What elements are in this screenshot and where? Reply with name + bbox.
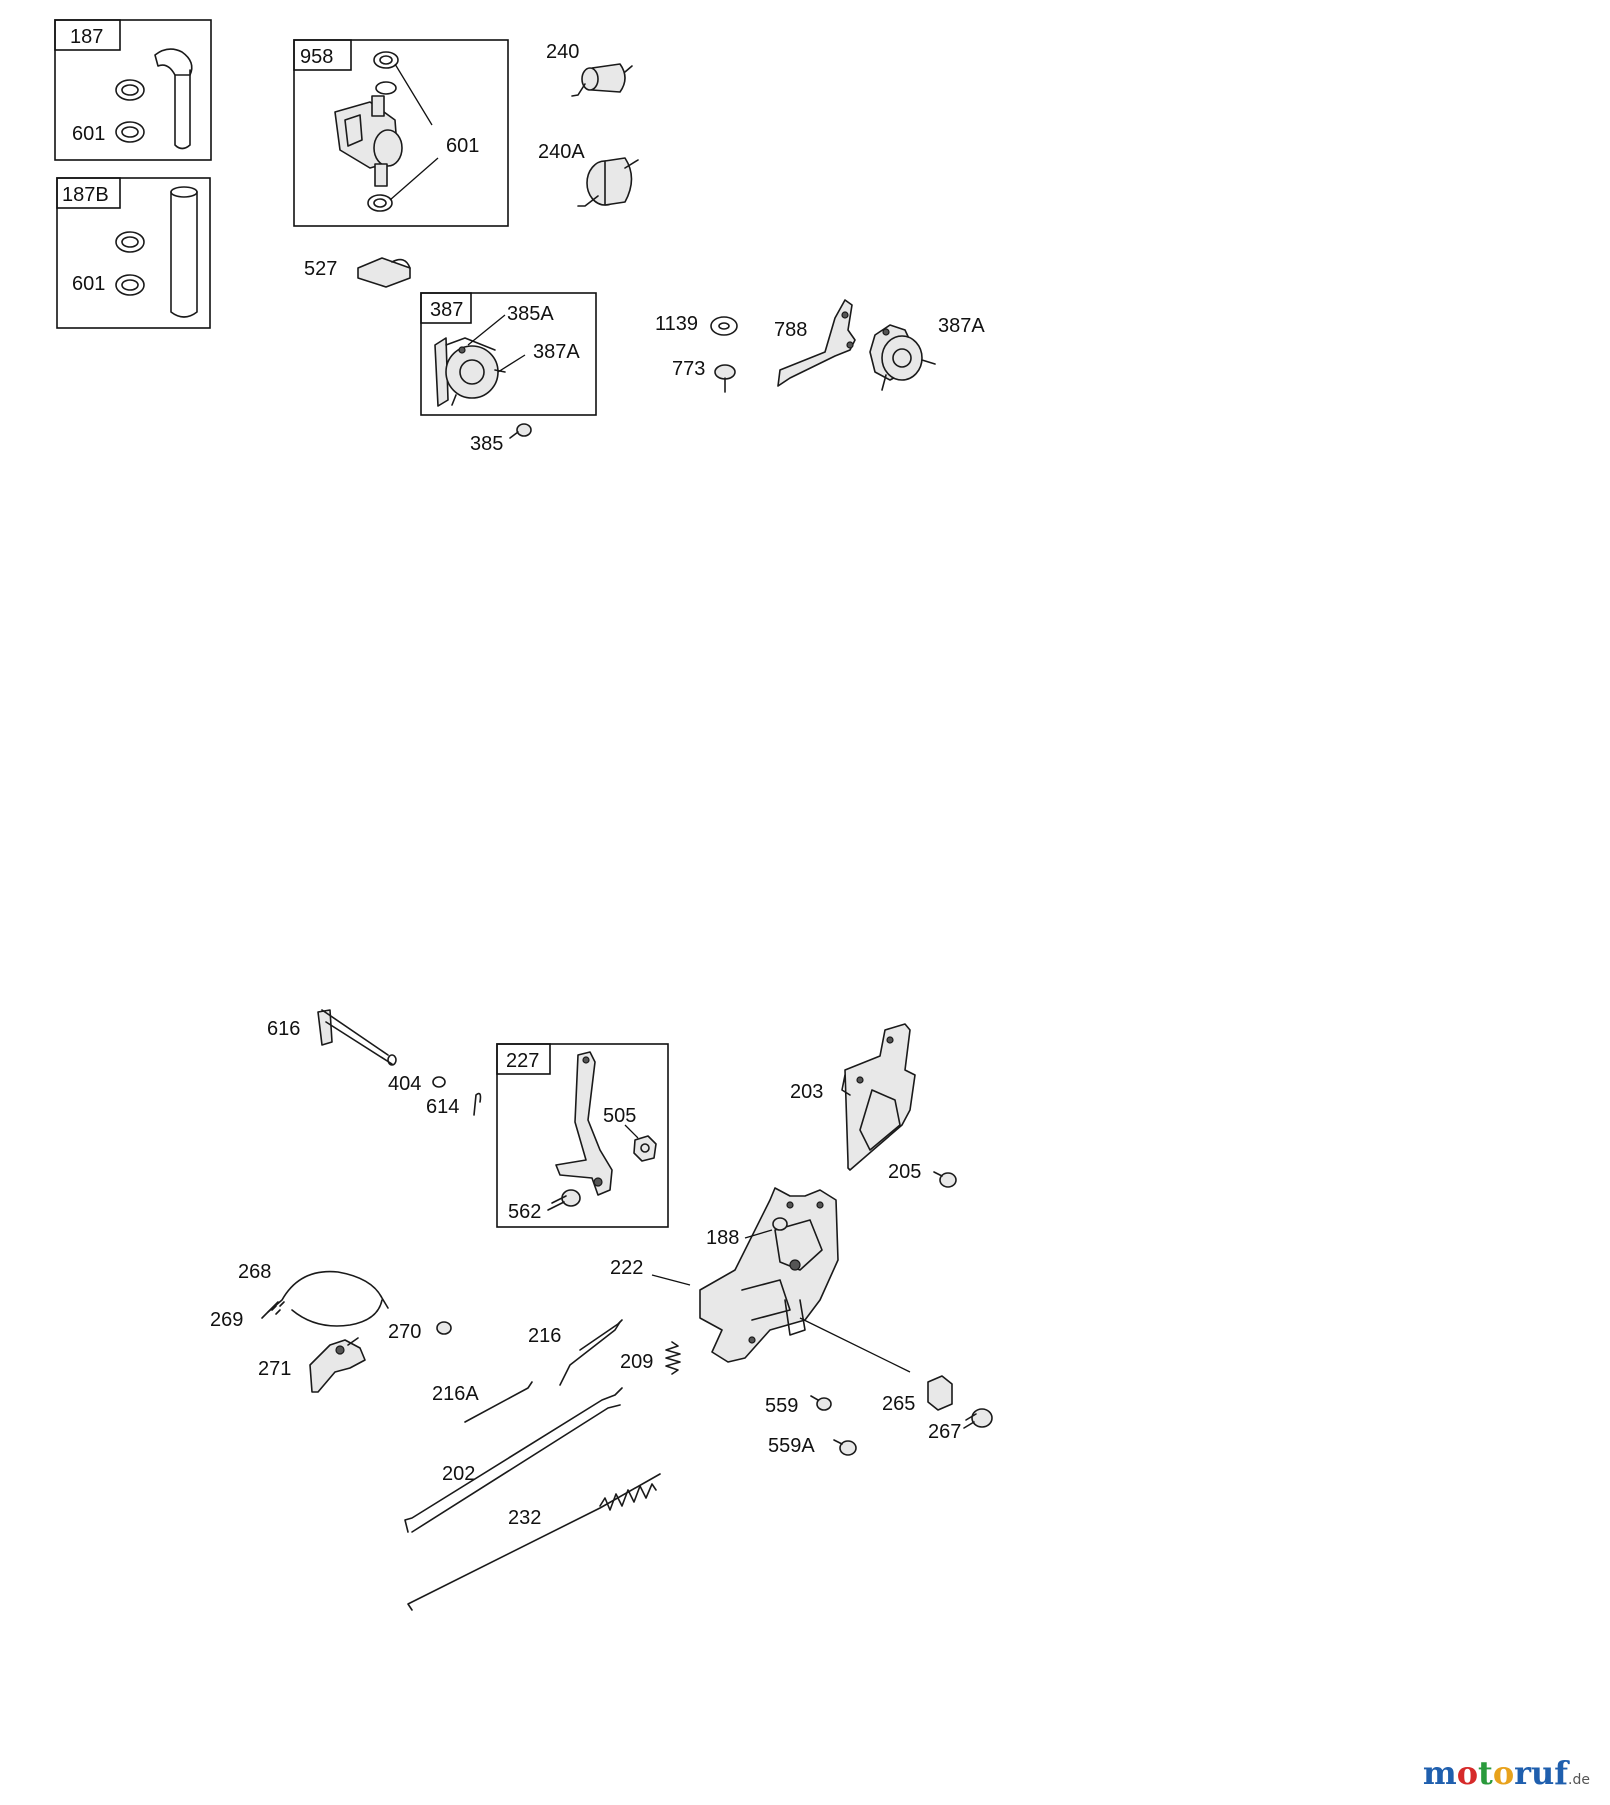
part-label-385a: 385A: [507, 303, 554, 325]
bolt-267[interactable]: 267: [928, 1408, 993, 1443]
throttle-cable-268[interactable]: 268 269: [210, 1261, 389, 1331]
box-label-187b: 187B: [62, 184, 109, 206]
bolt-part: [547, 1189, 581, 1211]
hose-clamp-part: [115, 274, 145, 296]
washer-404[interactable]: 404: [388, 1073, 446, 1095]
clip-527[interactable]: 527: [304, 257, 411, 288]
hose-clamp-part: [115, 231, 145, 253]
screw-188[interactable]: 188: [706, 1217, 788, 1249]
part-label-562: 562: [508, 1201, 541, 1223]
spring-209[interactable]: 209: [620, 1341, 681, 1375]
kit-box-958[interactable]: 958 601: [293, 39, 509, 227]
washer-1139[interactable]: 1139: [655, 313, 738, 336]
leader-line: [389, 157, 439, 201]
nut-270[interactable]: 270: [388, 1321, 452, 1343]
pin-773[interactable]: 773: [672, 358, 736, 393]
part-label-385: 385: [470, 433, 503, 455]
leader-line: [394, 63, 433, 126]
part-label-271: 271: [258, 1358, 291, 1380]
governor-link-216[interactable]: 216: [528, 1319, 623, 1386]
part-label-222: 222: [610, 1257, 643, 1279]
part-label-270: 270: [388, 1321, 421, 1343]
part-label-203: 203: [790, 1081, 823, 1103]
hitch-pin-614[interactable]: 614: [426, 1092, 482, 1118]
screw-559a[interactable]: 559A: [768, 1435, 857, 1457]
bracket-203[interactable]: 203: [790, 1023, 916, 1171]
fuel-pump-387a[interactable]: 387A: [869, 315, 985, 391]
part-label-404: 404: [388, 1073, 421, 1095]
part-label-205: 205: [888, 1161, 921, 1183]
part-label-209: 209: [620, 1351, 653, 1373]
nut-part: [633, 1135, 657, 1162]
part-label-601: 601: [72, 123, 105, 145]
part-label-232: 232: [508, 1507, 541, 1529]
kit-box-387[interactable]: 387 385A 387A: [420, 292, 597, 416]
fuel-filter-240a[interactable]: 240A: [538, 141, 639, 207]
hose-clamp-part: [373, 51, 399, 69]
screw-385[interactable]: 385: [470, 423, 532, 455]
control-bracket-222[interactable]: 222: [610, 1187, 839, 1363]
leader-line: [624, 1124, 639, 1139]
kit-box-227[interactable]: 227 505 562: [496, 1043, 669, 1228]
box-label-958: 958: [300, 46, 333, 68]
kit-box-187b[interactable]: 187B 601: [56, 177, 211, 329]
hose-clamp-part: [115, 121, 145, 143]
part-label-216a: 216A: [432, 1383, 479, 1405]
governor-shaft-616[interactable]: 616: [267, 1009, 397, 1066]
part-label-240: 240: [546, 41, 579, 63]
part-label-387a: 387A: [938, 315, 985, 337]
part-label-1139: 1139: [655, 313, 698, 335]
screw-559[interactable]: 559: [765, 1395, 832, 1417]
governor-link-216a[interactable]: 216A: [432, 1381, 533, 1423]
part-label-268: 268: [238, 1261, 271, 1283]
kit-box-187[interactable]: 187 601: [54, 19, 212, 161]
fuel-line-part: [170, 186, 198, 318]
leader-line: [497, 354, 526, 373]
part-label-267: 267: [928, 1421, 961, 1443]
hose-clamp-part: [115, 79, 145, 101]
part-label-773: 773: [672, 358, 705, 380]
fuel-filter-240[interactable]: 240: [546, 41, 633, 97]
fuel-line-elbow-part: [154, 48, 193, 150]
bracket-788[interactable]: 788: [774, 299, 856, 387]
part-label-387a: 387A: [533, 341, 580, 363]
part-label-614: 614: [426, 1096, 459, 1118]
fuel-pump-part: [434, 337, 506, 407]
part-label-601: 601: [72, 273, 105, 295]
clip-265[interactable]: 265: [882, 1375, 953, 1415]
part-label-559: 559: [765, 1395, 798, 1417]
leader-line: [651, 1274, 691, 1286]
box-label-387: 387: [430, 299, 463, 321]
throttle-link-rod-202[interactable]: 202: [404, 1387, 623, 1533]
screw-205[interactable]: 205: [888, 1161, 957, 1188]
leader-line: [744, 1229, 773, 1239]
leader-line: [799, 1317, 911, 1373]
motoruf-watermark-logo: motoruf.de: [1422, 1754, 1590, 1792]
box-label-187: 187: [70, 26, 103, 48]
fuel-shutoff-valve-part: [334, 95, 403, 187]
part-label-202: 202: [442, 1463, 475, 1485]
part-label-269: 269: [210, 1309, 243, 1331]
part-label-788: 788: [774, 319, 807, 341]
leader-line: [467, 314, 506, 346]
part-label-559a: 559A: [768, 1435, 815, 1457]
part-label-188: 188: [706, 1227, 739, 1249]
part-label-265: 265: [882, 1393, 915, 1415]
hose-clamp-part: [367, 194, 393, 212]
part-label-505: 505: [603, 1105, 636, 1127]
washer-part: [375, 81, 397, 95]
part-label-240a: 240A: [538, 141, 585, 163]
part-label-527: 527: [304, 258, 337, 280]
box-label-227: 227: [506, 1050, 539, 1072]
part-label-216: 216: [528, 1325, 561, 1347]
part-label-601: 601: [446, 135, 479, 157]
control-lever-271[interactable]: 271: [258, 1337, 366, 1393]
part-label-616: 616: [267, 1018, 300, 1040]
governor-lever-part: [555, 1051, 613, 1196]
choke-link-232[interactable]: 232: [407, 1473, 661, 1611]
